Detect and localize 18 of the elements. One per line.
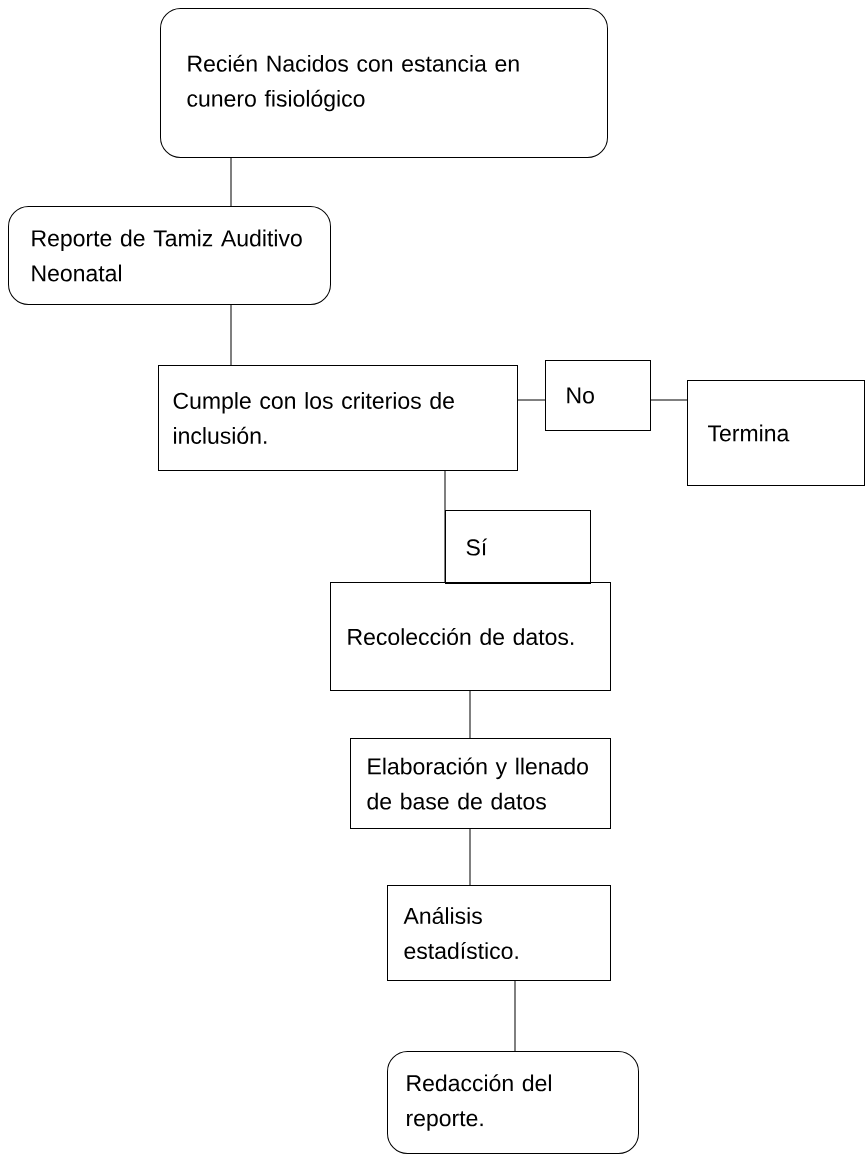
connector-line <box>230 157 232 207</box>
connector-line <box>230 304 232 366</box>
process-box: Sí <box>445 510 591 584</box>
process-box: No <box>545 360 651 431</box>
rounded-box: Redacción del reporte. <box>387 1051 639 1154</box>
connector-line <box>650 399 688 401</box>
connector-line <box>469 690 471 739</box>
rounded-box: Reporte de Tamiz Auditivo Neonatal <box>8 206 331 305</box>
process-box: Análisis estadístico. <box>387 885 611 981</box>
connector-line <box>514 980 516 1052</box>
process-box: Elaboración y llenado de base de datos <box>350 738 611 829</box>
process-box: Termina <box>687 380 865 486</box>
rounded-box: Recién Nacidos con estancia en cunero fisiológico <box>160 8 608 158</box>
process-box: Cumple con los criterios de inclusión. <box>158 365 518 471</box>
connector-line <box>517 399 546 401</box>
connector-line <box>444 470 446 583</box>
process-box: Recolección de datos. <box>330 582 611 691</box>
connector-line <box>469 828 471 886</box>
